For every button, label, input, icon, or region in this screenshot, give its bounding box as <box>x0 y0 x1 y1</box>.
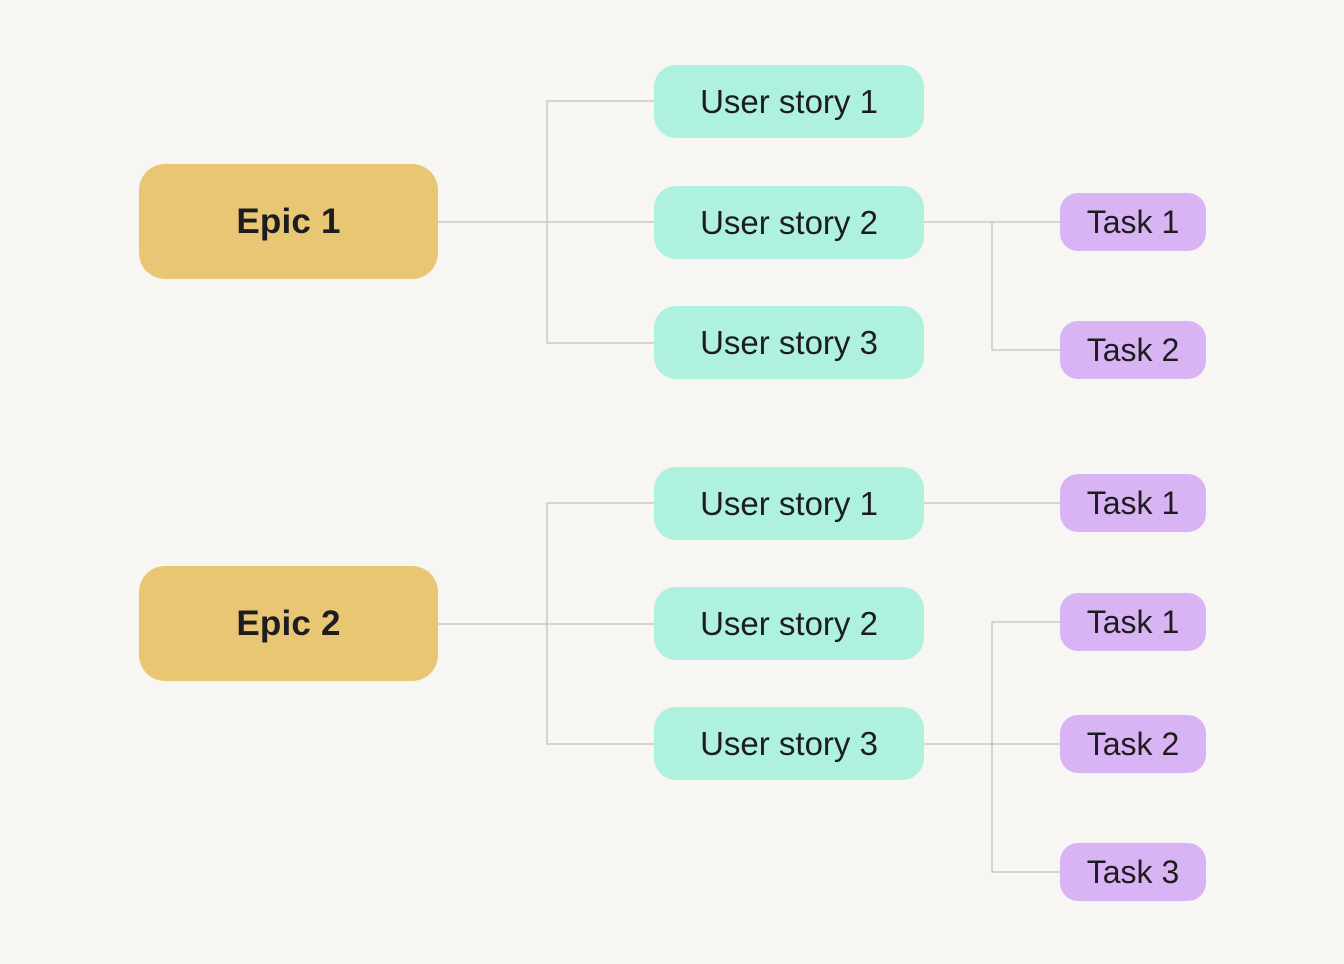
user-story-node-e1-us2[interactable]: User story 2 <box>654 186 924 259</box>
user-story-node-e1-us1[interactable]: User story 1 <box>654 65 924 138</box>
connector-e2-us3-bracket-t1-t3 <box>991 621 1060 873</box>
connector-epic2-bracket-us1-us3 <box>546 502 654 745</box>
node-label: Task 1 <box>1086 484 1180 521</box>
node-label: User story 1 <box>700 82 878 120</box>
node-label: Task 3 <box>1086 853 1180 890</box>
epic-node-epic2[interactable]: Epic 2 <box>139 566 438 681</box>
node-label: Task 2 <box>1086 725 1180 762</box>
node-label: User story 1 <box>700 484 878 522</box>
task-node-e2-us3-t3[interactable]: Task 3 <box>1060 843 1206 901</box>
connector-e1-us2-to-task2 <box>991 222 1060 351</box>
epic-node-epic1[interactable]: Epic 1 <box>139 164 438 279</box>
connector-epic1-bracket-us1-us3 <box>546 100 654 344</box>
task-node-e1-us2-t2[interactable]: Task 2 <box>1060 321 1206 379</box>
task-node-e2-us3-t2[interactable]: Task 2 <box>1060 715 1206 773</box>
node-label: User story 3 <box>700 323 878 361</box>
task-node-e2-us3-t1[interactable]: Task 1 <box>1060 593 1206 651</box>
task-node-e2-us1-t1[interactable]: Task 1 <box>1060 474 1206 532</box>
node-label: User story 3 <box>700 724 878 762</box>
node-label: Epic 2 <box>236 603 341 643</box>
node-label: User story 2 <box>700 203 878 241</box>
node-label: Epic 1 <box>236 201 341 241</box>
node-label: Task 1 <box>1086 603 1180 640</box>
user-story-node-e2-us2[interactable]: User story 2 <box>654 587 924 660</box>
node-label: Task 2 <box>1086 331 1180 368</box>
task-node-e1-us2-t1[interactable]: Task 1 <box>1060 193 1206 251</box>
node-label: User story 2 <box>700 604 878 642</box>
user-story-node-e2-us3[interactable]: User story 3 <box>654 707 924 780</box>
user-story-node-e1-us3[interactable]: User story 3 <box>654 306 924 379</box>
user-story-node-e2-us1[interactable]: User story 1 <box>654 467 924 540</box>
node-label: Task 1 <box>1086 203 1180 240</box>
